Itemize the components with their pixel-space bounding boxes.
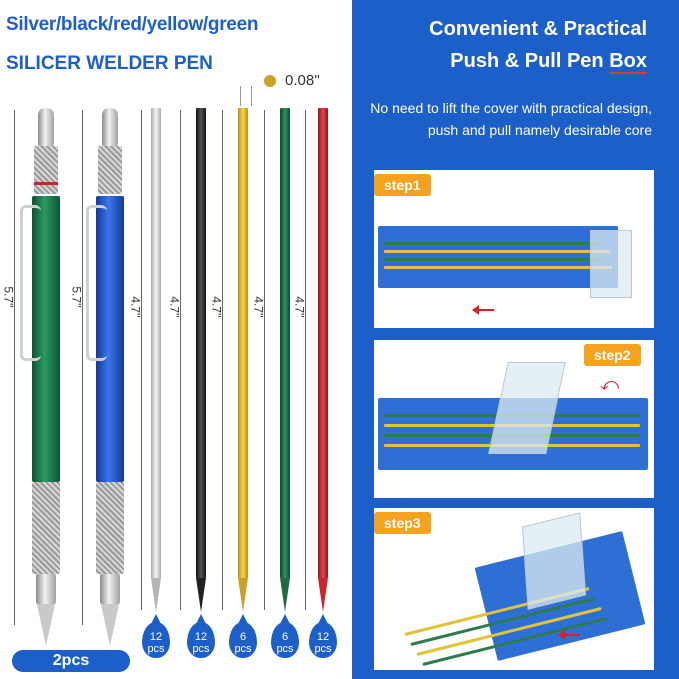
pen1-ring (34, 182, 58, 185)
colors-heading: Silver/black/red/yellow/green (6, 14, 259, 35)
diameter-guide-left (240, 86, 241, 106)
left-panel: Silver/black/red/yellow/green SILICER WE… (1, 14, 337, 672)
lead-red (318, 108, 328, 578)
product-heading: SILICER WELDER PEN (6, 53, 213, 74)
step2-rotate-arrow-icon: ⤺ (600, 374, 620, 394)
pen1-length: 5.7'' (1, 286, 16, 308)
lead1-dimension-line (141, 110, 142, 610)
diameter-guide-right (251, 86, 252, 106)
lead5-dimension-line (305, 110, 306, 610)
pen2-nose (100, 574, 120, 604)
lead-red-tip (318, 578, 328, 612)
step1-clear-lid (590, 230, 632, 298)
lead2-dimension-line (180, 110, 181, 610)
step1-box-tray (378, 226, 618, 288)
pen2-grip (96, 482, 124, 574)
lead-green-tip (280, 578, 290, 612)
feature-title-line2: Push & Pull Pen Box (450, 50, 647, 74)
step3-label: step3 (374, 512, 431, 534)
feature-title-line1: Convenient & Practical (429, 18, 647, 40)
pen2-length: 5.7'' (69, 286, 84, 308)
lead3-dimension-line (222, 110, 223, 610)
lead4-dimension-line (264, 110, 265, 610)
lead-black (196, 108, 206, 578)
step1-panel: step1 (374, 170, 654, 328)
feature-desc-line1: No need to lift the cover with practical… (370, 100, 652, 116)
pen1-dimension-line (14, 110, 15, 625)
lead3-length: 4.7'' (209, 296, 224, 318)
lead5-length: 4.7'' (292, 296, 307, 318)
step2-panel: ⤺ step2 (374, 340, 654, 498)
pen1-nose (36, 574, 56, 604)
lead1-length: 4.7'' (128, 296, 143, 318)
lead-black-tip (196, 578, 206, 612)
pen2-top-grip (98, 146, 122, 194)
step1-lead-row (384, 250, 610, 253)
lead2-length: 4.7'' (167, 296, 182, 318)
pen2-tip (101, 604, 119, 646)
lead-silver (151, 108, 161, 578)
pen2-cap (102, 108, 118, 146)
step1-arrow-icon (472, 305, 494, 315)
lead-silver-tip (151, 578, 161, 612)
pen1-cap (38, 108, 54, 146)
lead-green (280, 108, 290, 578)
pen1-grip (32, 482, 60, 574)
lead4-length: 4.7'' (251, 296, 266, 318)
feature-desc-line2: push and pull namely desirable core (427, 122, 652, 138)
step3-open-lid (521, 512, 587, 610)
diameter-dot-icon (264, 75, 276, 87)
pen1-top-grip (34, 146, 58, 194)
step1-lead-row (384, 266, 612, 269)
pen1-tip (37, 604, 55, 646)
lead-yellow-tip (238, 578, 248, 612)
step1-lead-row (384, 242, 604, 245)
pen2-dimension-line (82, 110, 83, 625)
step3-panel: step3 (374, 508, 654, 670)
step1-label: step1 (374, 174, 431, 196)
pens-count-badge: 2pcs (12, 650, 130, 672)
diameter-label: 0.08'' (285, 72, 320, 89)
pen1-barrel (32, 196, 60, 482)
step3-arrow-icon (558, 630, 580, 640)
step1-lead-row (384, 258, 606, 261)
pen1-clip (20, 205, 41, 361)
pen2-clip (86, 205, 107, 361)
step2-label: step2 (584, 344, 641, 366)
lead-yellow (238, 108, 248, 578)
pen2-barrel (96, 196, 124, 482)
